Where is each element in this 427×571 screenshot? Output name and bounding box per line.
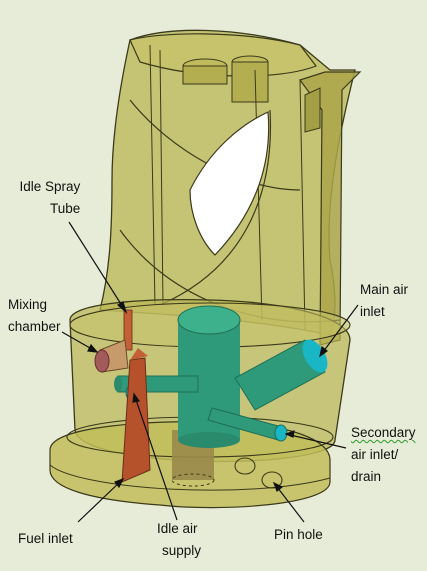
label-secondary-air-inlet: Secondary air inlet/ drain bbox=[351, 425, 416, 484]
leader-mixing-chamber-arrow bbox=[87, 343, 99, 353]
rib-2 bbox=[159, 49, 164, 306]
rib-3 bbox=[254, 69, 263, 321]
central-column-top bbox=[177, 305, 241, 335]
label-idle-spray-tube: Idle Spray Tube bbox=[19, 179, 81, 216]
leader-idle-air-arrow bbox=[132, 392, 141, 403]
right-flange bbox=[299, 71, 362, 346]
idle-air-tube-end-left bbox=[114, 376, 122, 392]
secondary-air-tube-end bbox=[274, 424, 288, 442]
fuel-tube bbox=[121, 357, 151, 483]
base-tube-bottom bbox=[171, 473, 215, 487]
mixing-chamber-opening bbox=[94, 349, 110, 373]
pin-hole-1 bbox=[234, 457, 256, 475]
label-main-air-inlet: Main air inlet bbox=[360, 282, 409, 319]
label-idle-air-supply: Idle air supply bbox=[157, 521, 202, 558]
top-boss-left-side bbox=[182, 65, 228, 85]
label-pin-hole: Pin hole bbox=[274, 527, 323, 542]
leader-pin-hole-arrow bbox=[272, 481, 284, 492]
leader-main-air bbox=[319, 304, 359, 357]
right-flange-slot bbox=[304, 87, 321, 133]
leader-lines bbox=[61, 221, 359, 523]
label-mixing-chamber: Mixing chamber bbox=[8, 297, 61, 334]
leader-idle-spray-arrow bbox=[116, 301, 128, 314]
main-air-pipe bbox=[234, 339, 326, 411]
leader-main-air-arrow bbox=[319, 345, 328, 358]
rib-4 bbox=[299, 79, 306, 331]
bore-edge-lower bbox=[159, 109, 272, 306]
label-fuel-inlet: Fuel inlet bbox=[18, 531, 73, 546]
base-flange-edge bbox=[49, 464, 331, 491]
leader-fuel-inlet bbox=[77, 478, 124, 523]
pin-hole-2 bbox=[261, 471, 283, 489]
leader-idle-air bbox=[133, 393, 178, 521]
fuel-tube-tip bbox=[130, 348, 148, 360]
leader-fuel-inlet-arrow bbox=[114, 477, 125, 489]
leader-secondary-air bbox=[285, 433, 347, 449]
top-boss-right-side bbox=[231, 61, 269, 103]
idle-spray-tube bbox=[123, 309, 133, 351]
central-column-bottom bbox=[178, 432, 240, 448]
rib-1 bbox=[149, 44, 156, 306]
leader-idle-spray bbox=[68, 221, 127, 313]
leader-secondary-air-arrow bbox=[284, 430, 295, 438]
bore-opening bbox=[189, 111, 270, 256]
